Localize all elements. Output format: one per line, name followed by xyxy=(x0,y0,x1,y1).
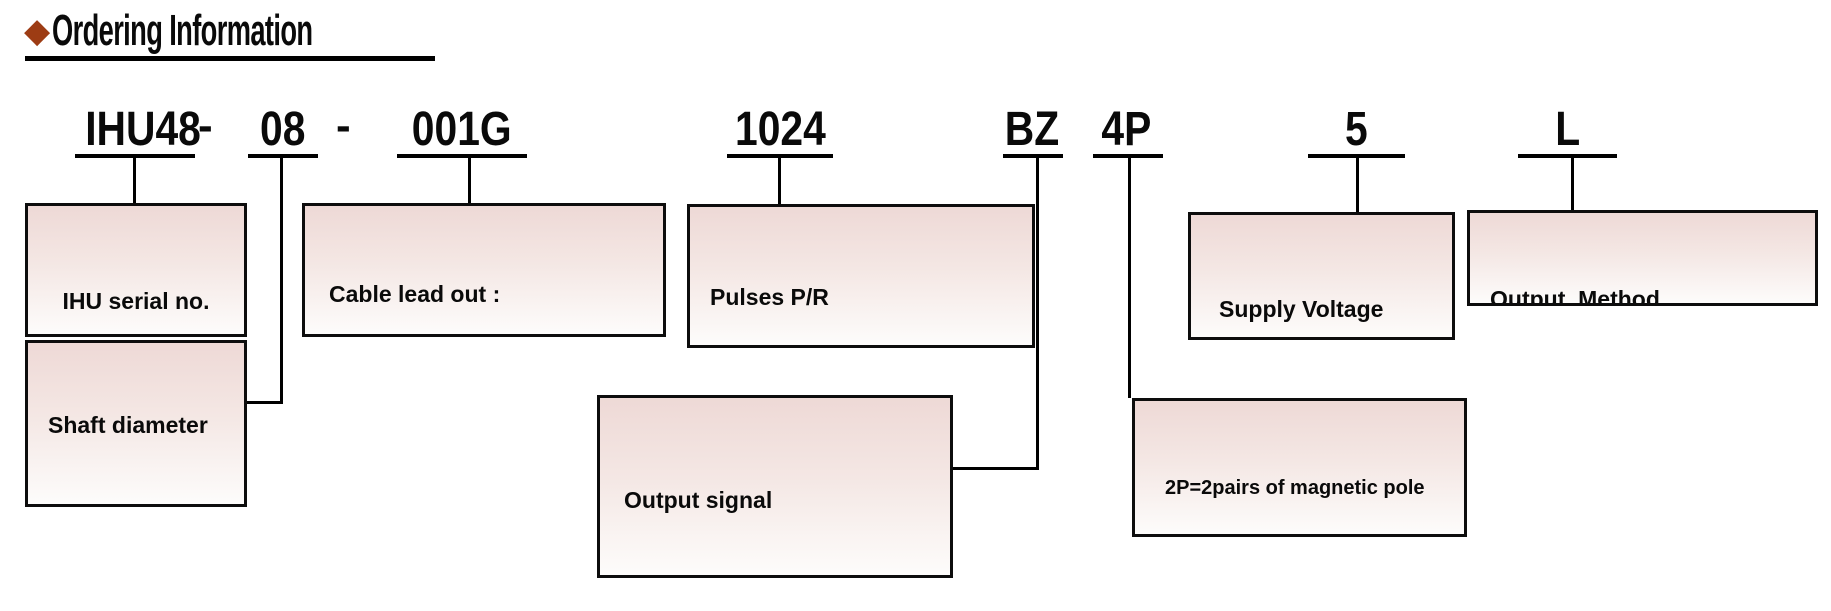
code-segment-serial: IHU48 xyxy=(85,103,201,156)
code-segment-pole: 4P xyxy=(1101,103,1152,156)
code-segment-cable: 001G xyxy=(412,103,512,156)
box-line: Supply Voltage xyxy=(1219,296,1384,322)
page-title: ◆ Ordering Information xyxy=(24,8,472,54)
connector-cable-line xyxy=(468,154,471,203)
connector-method-line xyxy=(1571,154,1574,210)
code-segment-shaft: 08 xyxy=(260,103,306,156)
code-segment-pulses: 1024 xyxy=(735,103,826,156)
connector-shaft-vline xyxy=(280,154,283,404)
diamond-bullet-icon: ◆ xyxy=(24,12,51,50)
connector-signal-hline xyxy=(953,467,1039,470)
code-segment-signal: BZ xyxy=(1004,103,1060,156)
box-line: Pulses P/R xyxy=(710,284,829,310)
box-pulses-per-rev: Pulses P/R 1000 1024 1250 2000 2048 2500… xyxy=(687,204,1035,348)
connector-voltage-line xyxy=(1356,154,1359,212)
code-segment-voltage: 5 xyxy=(1345,103,1368,156)
code-segment-method: L xyxy=(1555,103,1580,156)
box-line: Shaft diameter xyxy=(48,412,208,438)
title-underline xyxy=(25,56,435,61)
connector-signal-vline xyxy=(1036,154,1039,470)
box-supply-voltage: Supply Voltage 5: 5V DC xyxy=(1188,212,1455,340)
code-separator: - xyxy=(198,101,213,150)
code-underline-cable xyxy=(397,154,527,158)
box-cable-lead-out: Cable lead out : C= Plug connection at s… xyxy=(302,203,666,337)
connector-serial-line xyxy=(133,154,136,203)
code-underline-signal xyxy=(1003,154,1063,158)
code-underline-shaft xyxy=(248,154,318,158)
connector-pole-line xyxy=(1128,154,1131,398)
box-line: Cable lead out : xyxy=(329,281,501,307)
box-line: 2P=2pairs of magnetic pole xyxy=(1165,477,1425,499)
box-line: Output Method xyxy=(1490,286,1660,306)
box-shaft-diameter: Shaft diameter 06=Φ6mm 08=Φ8mm 10=Φ10mm xyxy=(25,340,247,507)
code-underline-method xyxy=(1518,154,1617,158)
box-serial-number: IHU serial no. Φ48mm xyxy=(25,203,247,337)
box-line: Output signal xyxy=(624,487,773,513)
box-magnetic-pole: 2P=2pairs of magnetic pole 3P=2Pairs of … xyxy=(1132,398,1467,537)
connector-pulses-line xyxy=(778,154,781,204)
code-separator: - xyxy=(336,101,351,150)
page-title-text: Ordering Information xyxy=(52,6,313,55)
box-output-signal: Output signal A=A phase B=A,Bphase BZ:AB… xyxy=(597,395,953,578)
connector-shaft-hline xyxy=(246,401,283,404)
box-output-method: Output Method L: Line Driver 26LS31/TTL xyxy=(1467,210,1818,306)
box-line: 06=Φ6mm xyxy=(48,498,244,504)
box-line: IHU serial no. xyxy=(62,288,210,314)
